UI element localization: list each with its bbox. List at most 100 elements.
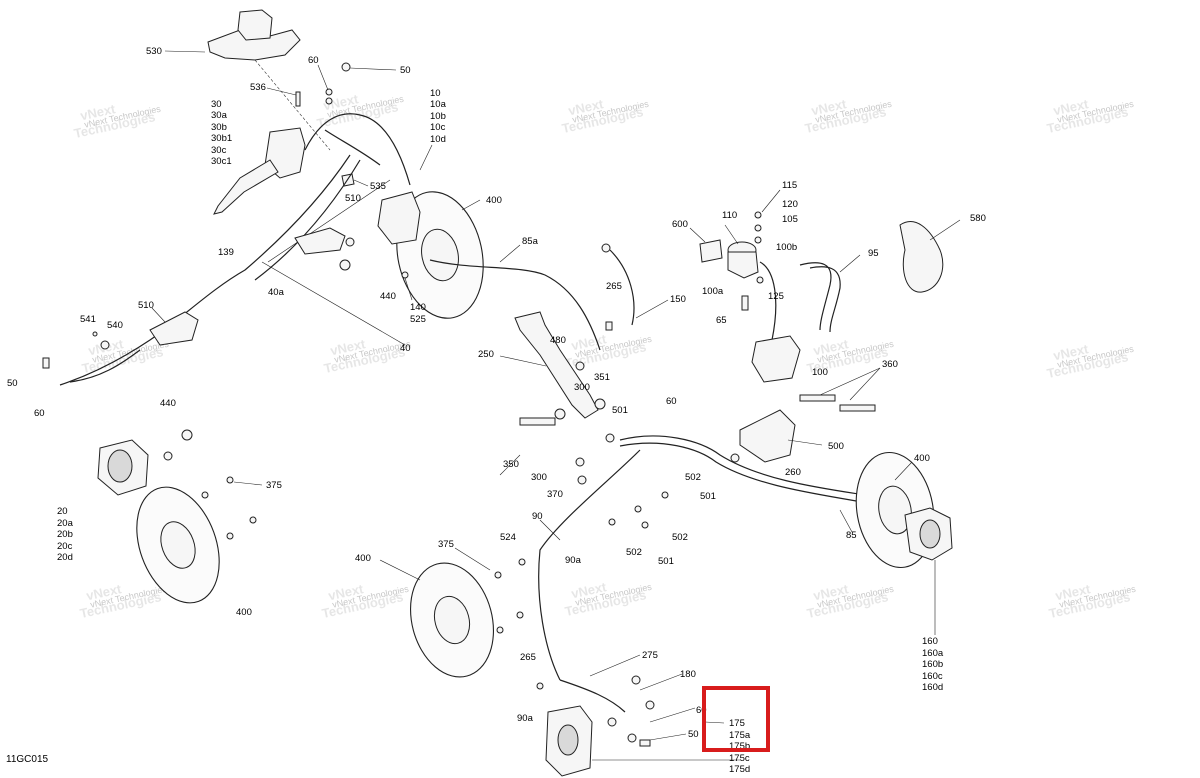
bracket-510-left xyxy=(149,311,199,346)
sensor-265 xyxy=(601,243,611,253)
rear-caliper-175-group xyxy=(536,675,740,777)
callout-20d: 20d xyxy=(57,552,73,563)
caliper-10 xyxy=(377,191,421,245)
callout-90a-lower: 90a xyxy=(517,713,534,724)
svg-text:vNext: vNext xyxy=(570,579,608,601)
callout-160c: 160c xyxy=(922,671,943,682)
washer-60-lower-b xyxy=(627,733,637,743)
bolt-501a xyxy=(634,505,642,513)
washer-60b xyxy=(325,97,333,105)
bolt-440-left xyxy=(181,429,193,441)
nut-260 xyxy=(730,453,740,463)
callout-440: 440 xyxy=(380,291,396,302)
svg-text:vNext: vNext xyxy=(1054,581,1092,603)
callout-400-rear: 400 xyxy=(914,453,930,464)
callout-180: 180 xyxy=(680,669,696,680)
pedal-250 xyxy=(514,311,599,419)
callout-600: 600 xyxy=(672,219,688,230)
callout-160b: 160b xyxy=(922,659,943,670)
callout-400-lower: 400 xyxy=(355,553,371,564)
callout-265: 265 xyxy=(606,281,622,292)
fitting-50-left xyxy=(42,357,50,369)
watermark: vNext Technologies vNext Technologies xyxy=(1045,96,1135,136)
figure-code: 11GC015 xyxy=(6,754,49,765)
callout-50: 50 xyxy=(400,65,411,76)
callout-370: 370 xyxy=(547,489,563,500)
callout-480: 480 xyxy=(550,335,566,346)
svg-text:vNext: vNext xyxy=(327,581,365,603)
callout-140: 140 xyxy=(410,302,426,313)
brake-lever xyxy=(213,159,279,215)
callout-275: 275 xyxy=(642,650,658,661)
callout-501: 501 xyxy=(612,405,628,416)
callout-160d: 160d xyxy=(922,682,943,693)
screw-375d xyxy=(249,516,257,524)
svg-text:vNext: vNext xyxy=(1052,96,1090,118)
callout-50-lower: 50 xyxy=(688,729,699,740)
reservoir-group xyxy=(699,211,944,383)
callout-510: 510 xyxy=(345,193,361,204)
callout-501-c: 501 xyxy=(658,556,674,567)
pin-350 xyxy=(519,417,556,426)
bleeder-50 xyxy=(639,739,651,747)
hose-10 xyxy=(304,113,411,186)
watermark: vNext Technologies vNext Technologies xyxy=(1047,581,1137,621)
callout-160: 160 xyxy=(922,636,938,647)
fitting-140 xyxy=(401,271,409,279)
callout-535: 535 xyxy=(370,181,386,192)
callout-360: 360 xyxy=(882,359,898,370)
callout-10c: 10c xyxy=(430,122,446,133)
callout-10d: 10d xyxy=(430,134,446,145)
callout-250: 250 xyxy=(478,349,494,360)
washer-300 xyxy=(554,408,566,420)
svg-text:vNext: vNext xyxy=(329,336,367,358)
rear-right-brake-group xyxy=(855,451,953,569)
bolt-180b xyxy=(645,700,655,710)
bolt-502b xyxy=(661,491,669,499)
callout-175c: 175c xyxy=(729,753,750,764)
callout-100: 100 xyxy=(812,367,828,378)
callout-90a: 90a xyxy=(565,555,582,566)
front-right-brake-group xyxy=(377,191,601,351)
svg-text:vNext: vNext xyxy=(810,96,848,118)
bolt-501b xyxy=(641,521,649,529)
spring-480 xyxy=(575,361,585,371)
svg-text:vNext: vNext xyxy=(567,96,605,118)
watermark: vNext Technologies vNext Technologies xyxy=(803,96,893,136)
callout-60-left: 60 xyxy=(34,408,45,419)
callout-525: 525 xyxy=(410,314,426,325)
fitting-125 xyxy=(756,276,764,284)
bolt-440 xyxy=(339,259,351,271)
callout-375: 375 xyxy=(266,480,282,491)
washer-540 xyxy=(100,340,110,350)
callout-20b: 20b xyxy=(57,529,73,540)
bracket-530-upper xyxy=(237,9,273,41)
callout-85: 85 xyxy=(846,530,857,541)
callout-30b: 30b xyxy=(211,122,227,133)
callout-175a: 175a xyxy=(729,730,751,741)
callout-260: 260 xyxy=(785,467,801,478)
callout-502: 502 xyxy=(685,472,701,483)
svg-text:vNext: vNext xyxy=(1052,341,1090,363)
callout-100a: 100a xyxy=(702,286,724,297)
callout-60-lower: 60 xyxy=(696,705,707,716)
hose-95 xyxy=(799,262,832,331)
bolt-536 xyxy=(295,91,301,107)
callout-541: 541 xyxy=(80,314,96,325)
bolt-440b xyxy=(345,237,355,247)
callout-60-center: 60 xyxy=(666,396,677,407)
front-left-caliper-group xyxy=(97,429,263,604)
switch-65 xyxy=(741,295,749,311)
callout-500: 500 xyxy=(828,441,844,452)
highlight-box xyxy=(702,686,770,752)
screw-375f xyxy=(496,626,504,634)
callout-524: 524 xyxy=(500,532,516,543)
watermark: vNext Technologies vNext Technologies xyxy=(320,581,410,621)
callout-20a: 20a xyxy=(57,518,74,529)
washer-60 xyxy=(325,88,333,96)
bushing-370 xyxy=(575,457,585,467)
callout-90: 90 xyxy=(532,511,543,522)
callout-30c1: 30c1 xyxy=(211,156,232,167)
